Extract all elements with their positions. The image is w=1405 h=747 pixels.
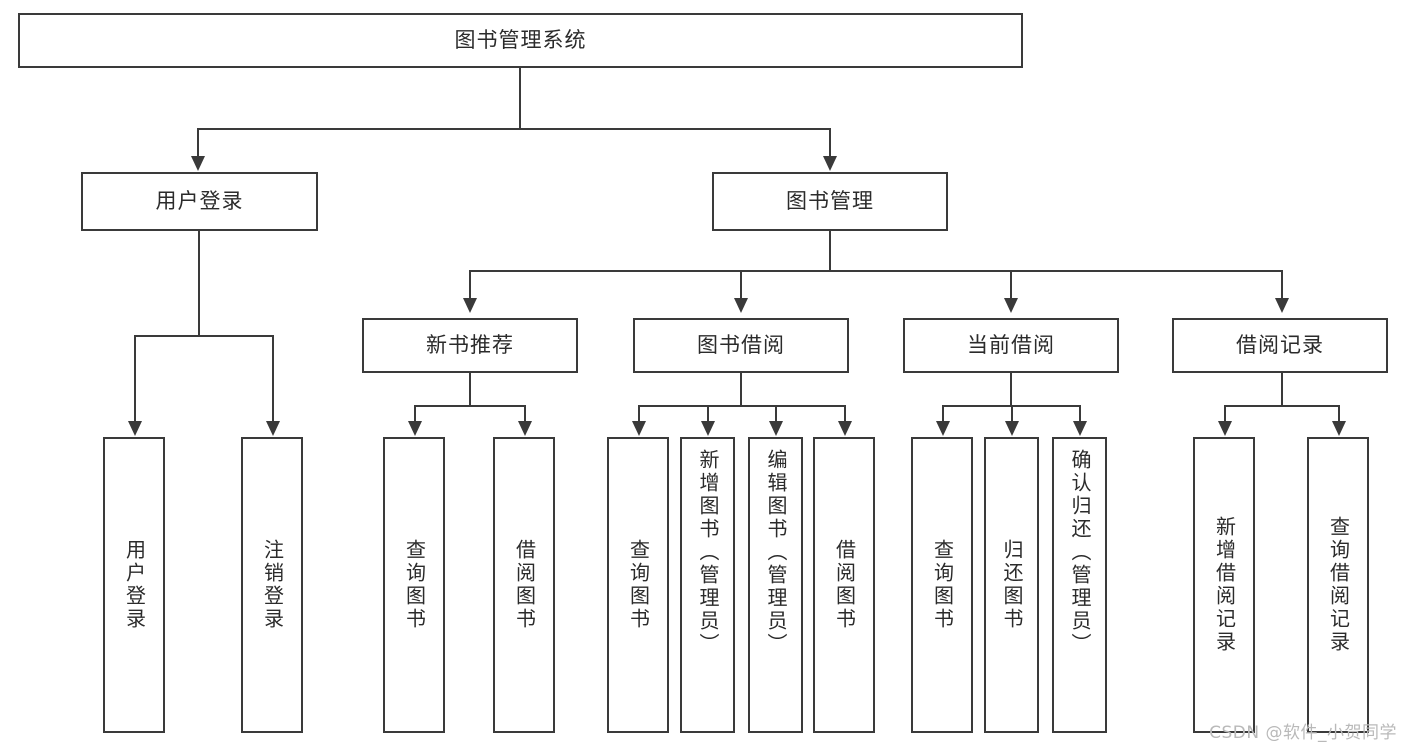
connector-bb-drop-2 [707, 405, 709, 423]
connector-bm-drop-2 [740, 270, 742, 300]
node-label: 当前借阅 [967, 333, 1055, 358]
node-label: 图书管理 [786, 189, 874, 214]
node-label: 新书推荐 [426, 333, 514, 358]
connector-user-login-bus [134, 335, 273, 337]
node-root-book-management-system[interactable]: 图书管理系统 [18, 13, 1023, 68]
leaf-user-login[interactable]: 用户登录 [103, 437, 165, 733]
connector-bb-drop-4 [844, 405, 846, 423]
node-label: 新增图书（管理员） [696, 449, 720, 656]
connector-user-login-stem [198, 231, 200, 335]
connector-bb-drop-3 [775, 405, 777, 423]
csdn-watermark: CSDN @软件_小贺同学 [1209, 723, 1397, 743]
arrow-to-borrow-record [1275, 298, 1289, 313]
connector-nbr-drop-2 [524, 405, 526, 423]
node-label: 确认归还（管理员） [1068, 449, 1092, 656]
node-label: 借阅图书 [832, 539, 857, 631]
node-label: 借阅图书 [512, 539, 537, 631]
arrow-to-current-borrow [1004, 298, 1018, 313]
connector-book-management-stem [829, 231, 831, 270]
leaf-br-query-record[interactable]: 查询借阅记录 [1307, 437, 1369, 733]
arrow-to-new-book-recommend [463, 298, 477, 313]
node-label: 新增借阅记录 [1212, 516, 1237, 654]
connector-bm-drop-1 [469, 270, 471, 300]
arrow-to-nbr-borrow-book [518, 421, 532, 436]
connector-br-bus [1224, 405, 1339, 407]
connector-bb-drop-1 [638, 405, 640, 423]
connector-root-to-user-login [197, 128, 199, 158]
connector-nbr-stem [469, 373, 471, 405]
connector-nbr-bus [414, 405, 525, 407]
leaf-cb-confirm-return[interactable]: 确认归还（管理员） [1052, 437, 1107, 733]
arrow-to-user-login [191, 156, 205, 171]
leaf-cb-return-book[interactable]: 归还图书 [984, 437, 1039, 733]
node-borrow-record[interactable]: 借阅记录 [1172, 318, 1388, 373]
leaf-cb-query-book[interactable]: 查询图书 [911, 437, 973, 733]
connector-book-management-bus [469, 270, 1281, 272]
connector-bb-bus [638, 405, 846, 407]
connector-br-drop-2 [1338, 405, 1340, 423]
connector-br-drop-1 [1224, 405, 1226, 423]
connector-nbr-drop-1 [414, 405, 416, 423]
connector-cb-stem [1010, 373, 1012, 405]
connector-root-to-book-management [829, 128, 831, 158]
leaf-bb-query-book[interactable]: 查询图书 [607, 437, 669, 733]
connector-user-login-drop-1 [134, 335, 136, 423]
arrow-to-leaf-user-login [128, 421, 142, 436]
connector-cb-drop-1 [942, 405, 944, 423]
leaf-bb-edit-book[interactable]: 编辑图书（管理员） [748, 437, 803, 733]
connector-cb-drop-3 [1079, 405, 1081, 423]
node-label: 编辑图书（管理员） [764, 449, 788, 656]
arrow-to-br-add-record [1218, 421, 1232, 436]
node-book-borrow[interactable]: 图书借阅 [633, 318, 849, 373]
node-label: 图书管理系统 [454, 28, 587, 53]
arrow-to-cb-return-book [1005, 421, 1019, 436]
leaf-nbr-borrow-book[interactable]: 借阅图书 [493, 437, 555, 733]
node-label: 用户登录 [155, 189, 244, 214]
leaf-br-add-record[interactable]: 新增借阅记录 [1193, 437, 1255, 733]
connector-bm-drop-3 [1010, 270, 1012, 300]
arrow-to-cb-confirm-return [1073, 421, 1087, 436]
node-label: 查询借阅记录 [1326, 516, 1351, 654]
node-book-management[interactable]: 图书管理 [712, 172, 948, 231]
arrow-to-bb-borrow-book [838, 421, 852, 436]
node-label: 查询图书 [626, 539, 651, 631]
connector-cb-drop-2 [1011, 405, 1013, 423]
connector-root-bus [197, 128, 831, 130]
node-new-book-recommend[interactable]: 新书推荐 [362, 318, 578, 373]
arrow-to-leaf-logout [266, 421, 280, 436]
node-label: 借阅记录 [1236, 333, 1324, 358]
connector-bm-drop-4 [1281, 270, 1283, 300]
arrow-to-bb-add-book [701, 421, 715, 436]
connector-br-stem [1281, 373, 1283, 405]
node-label: 归还图书 [1000, 539, 1024, 631]
arrow-to-bb-edit-book [769, 421, 783, 436]
arrow-to-book-management [823, 156, 837, 171]
connector-root-stem [519, 68, 521, 128]
arrow-to-nbr-query-book [408, 421, 422, 436]
node-label: 注销登录 [260, 539, 285, 631]
node-label: 用户登录 [122, 539, 147, 631]
arrow-to-book-borrow [734, 298, 748, 313]
leaf-bb-borrow-book[interactable]: 借阅图书 [813, 437, 875, 733]
node-user-login[interactable]: 用户登录 [81, 172, 318, 231]
arrow-to-cb-query-book [936, 421, 950, 436]
node-current-borrow[interactable]: 当前借阅 [903, 318, 1119, 373]
leaf-bb-add-book[interactable]: 新增图书（管理员） [680, 437, 735, 733]
leaf-logout[interactable]: 注销登录 [241, 437, 303, 733]
arrow-to-bb-query-book [632, 421, 646, 436]
node-label: 图书借阅 [697, 333, 785, 358]
node-label: 查询图书 [402, 539, 427, 631]
node-label: 查询图书 [930, 539, 955, 631]
connector-bb-stem [740, 373, 742, 405]
connector-user-login-drop-2 [272, 335, 274, 423]
arrow-to-br-query-record [1332, 421, 1346, 436]
leaf-nbr-query-book[interactable]: 查询图书 [383, 437, 445, 733]
